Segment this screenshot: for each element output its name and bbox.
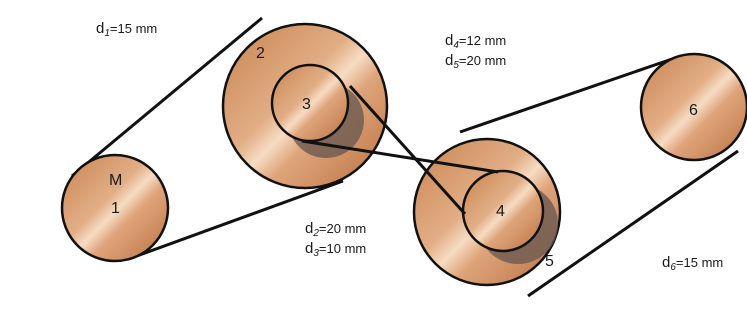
label-d2-var: d	[305, 220, 314, 237]
belt-1-2-bottom	[133, 179, 344, 259]
belt-3-4-a	[348, 84, 467, 216]
belt-5-6-bottom	[527, 149, 739, 298]
label-d4-sub: 4	[453, 40, 459, 51]
label-d1: d1=15 mm	[96, 20, 157, 42]
label-d2-value: =20 mm	[318, 221, 367, 236]
label-d5-value: =20 mm	[458, 53, 507, 68]
wheel-label-m: M	[109, 172, 122, 189]
belt-3-4-b	[301, 139, 499, 174]
label-d6-sub: 6	[670, 262, 676, 273]
wheel-label-1: 1	[111, 200, 120, 217]
wheel-6	[639, 52, 747, 162]
label-d1-value: =15 mm	[109, 21, 158, 36]
wheel-label-6: 6	[689, 102, 698, 119]
label-d2: d2=20 mm	[305, 220, 366, 242]
label-d3-value: =10 mm	[318, 241, 367, 256]
belt-1-2-top	[71, 16, 263, 178]
label-d5: d5=20 mm	[445, 52, 506, 74]
label-d3-var: d	[305, 240, 314, 257]
wheel-label-2: 2	[256, 45, 265, 62]
label-d4-value: =12 mm	[458, 33, 507, 48]
label-d4: d4=12 mm	[445, 32, 506, 54]
label-d6: d6=15 mm	[662, 254, 723, 276]
label-d5-sub: 5	[453, 60, 459, 71]
label-d2-sub: 2	[313, 228, 319, 239]
wheel-label-5: 5	[545, 253, 554, 270]
label-d1-sub: 1	[104, 28, 110, 39]
label-d1-var: d	[96, 20, 105, 37]
belt-5-6-top	[459, 56, 676, 134]
label-d3-sub: 3	[313, 248, 319, 259]
label-d6-var: d	[662, 254, 671, 271]
wheel-1-motor	[60, 153, 170, 263]
label-d3: d3=10 mm	[305, 240, 366, 262]
label-d6-value: =15 mm	[675, 255, 724, 270]
label-d5-var: d	[445, 52, 454, 69]
wheel-label-4: 4	[496, 203, 505, 220]
label-d4-var: d	[445, 32, 454, 49]
wheel-label-3: 3	[302, 96, 311, 113]
